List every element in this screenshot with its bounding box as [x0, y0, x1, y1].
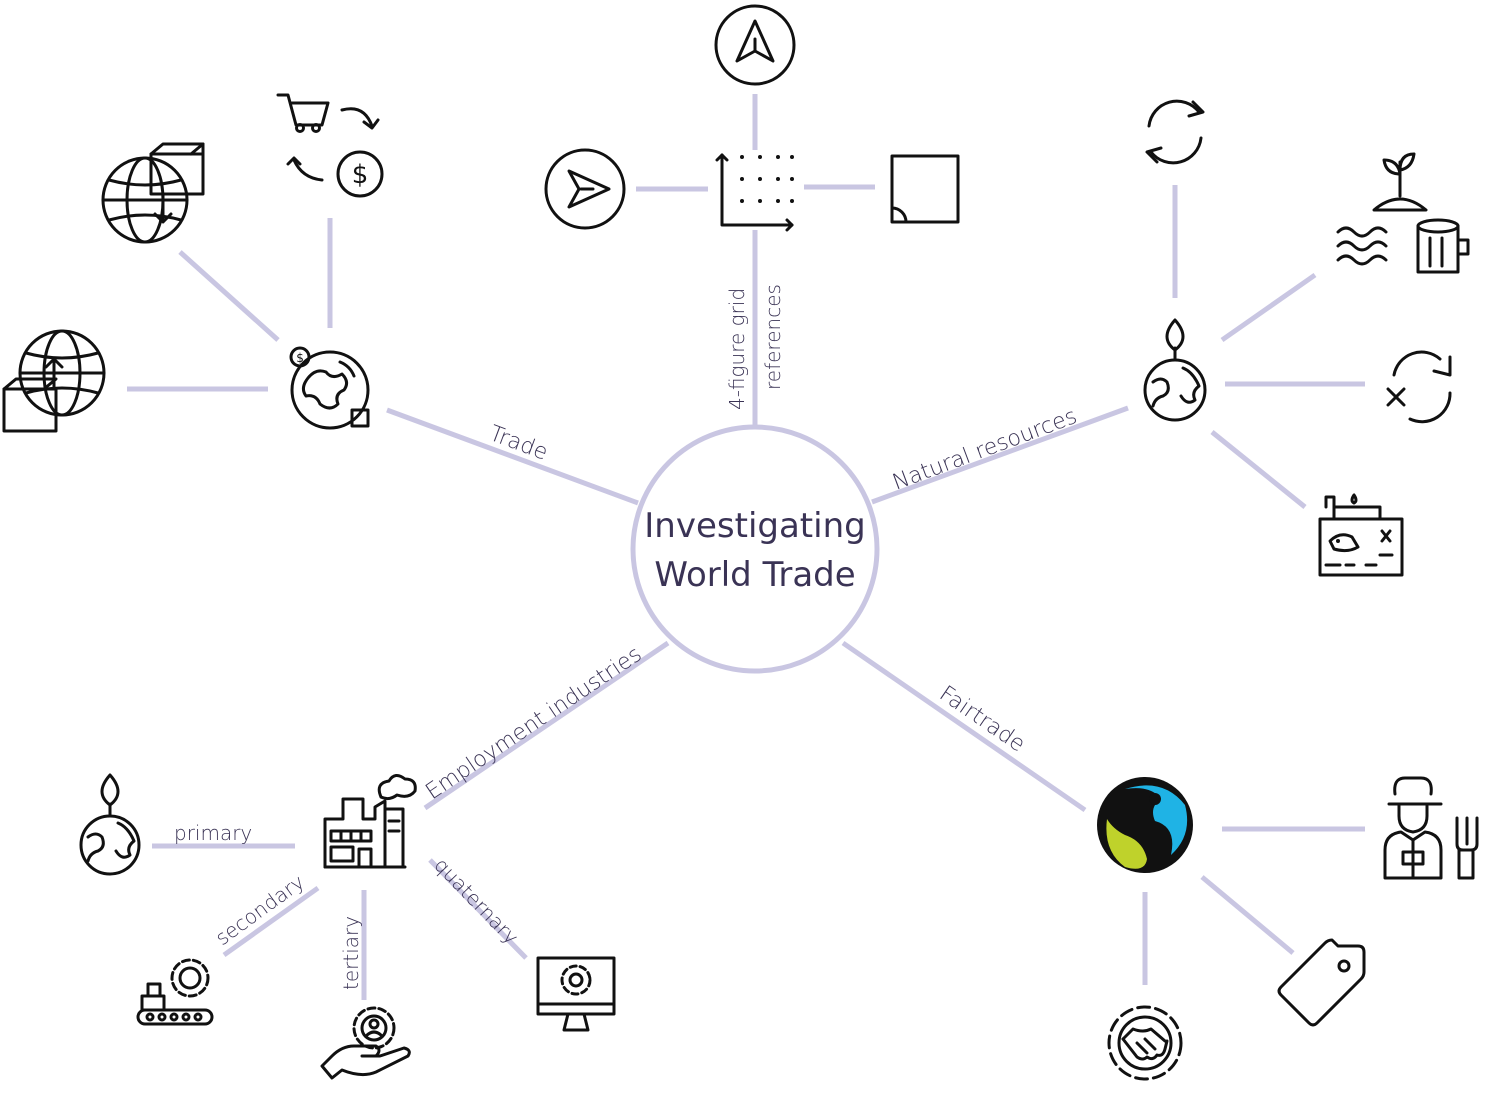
label-grid-1: 4-figure grid	[725, 288, 749, 410]
label-employment-industries: Employment industries	[421, 642, 646, 805]
fossil-oil-icon	[1318, 493, 1404, 577]
line-emp-quaternary	[428, 858, 528, 960]
branch-lines	[127, 94, 1365, 1000]
label-fairtrade: Fairtrade	[935, 681, 1030, 757]
line-nat-water	[1220, 272, 1317, 343]
farmer-icon	[1383, 776, 1479, 880]
factory-icon	[323, 774, 417, 869]
north-arrow-icon	[714, 4, 796, 86]
line-employment	[423, 640, 670, 811]
line-emp-secondary	[222, 885, 320, 958]
label-primary: primary	[174, 821, 252, 845]
label-tertiary: tertiary	[339, 916, 363, 990]
shopping-cart-cycle-icon: $	[276, 93, 384, 198]
center-node: Investigating World Trade	[630, 424, 880, 674]
monitor-gear-icon	[536, 956, 616, 1032]
line-fairtrade	[841, 640, 1087, 813]
label-natural-resources: Natural resources	[889, 404, 1080, 496]
compass-arrow-icon	[544, 148, 626, 230]
center-title-line2: World Trade	[654, 555, 855, 595]
square-corner-icon	[890, 154, 960, 224]
label-grid-2: references	[761, 284, 785, 390]
globe-export-box-icon	[2, 329, 106, 433]
water-wood-plant-icon	[1336, 152, 1470, 274]
fairtrade-logo-icon	[1097, 777, 1193, 873]
center-title-line1: Investigating	[644, 506, 865, 546]
price-tag-icon	[1277, 938, 1366, 1027]
conveyor-gear-icon	[136, 958, 214, 1026]
line-trade-import	[178, 250, 280, 342]
svg-text:$: $	[352, 160, 369, 190]
handshake-gear-icon	[1107, 1005, 1183, 1081]
grid-dots-icon	[715, 153, 794, 232]
globe-import-box-icon	[101, 142, 205, 244]
svg-text:$: $	[296, 351, 304, 365]
renewable-cycle-icon	[1145, 99, 1205, 165]
label-quaternary: quaternary	[429, 853, 523, 949]
non-renewable-icon	[1386, 350, 1452, 424]
globe-trade-icon: $	[289, 346, 370, 430]
line-nat-fossil	[1210, 430, 1307, 509]
line-natural	[871, 405, 1129, 505]
hand-gear-person-icon	[320, 1006, 411, 1080]
earth-plant-icon	[79, 773, 141, 876]
line-fair-tag	[1200, 875, 1295, 955]
center-circle	[630, 424, 880, 674]
label-secondary: secondary	[211, 870, 309, 950]
line-trade	[386, 407, 639, 506]
earth-plant-icon	[1143, 318, 1207, 422]
